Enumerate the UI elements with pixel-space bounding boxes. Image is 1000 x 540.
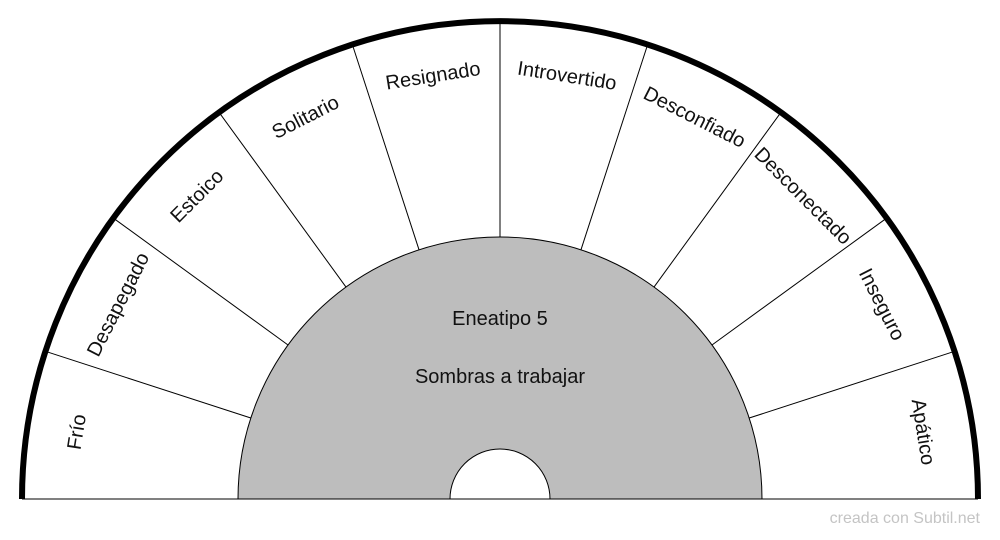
segment-divider <box>749 350 955 419</box>
outer-ring <box>19 18 981 500</box>
segment-divider <box>112 217 289 346</box>
segment-label: Frío <box>64 413 91 452</box>
center-disc <box>237 236 763 500</box>
credit-text: creada con Subtil.net <box>829 510 980 527</box>
segment-label: Introvertido <box>516 58 618 95</box>
segment-label: Apático <box>907 397 939 466</box>
segment-label: Desconfiado <box>640 83 749 153</box>
segment-dividers <box>45 21 955 419</box>
segment-label: Estoico <box>166 165 228 227</box>
segment-label: Inseguro <box>854 265 909 344</box>
segment-divider <box>653 111 782 288</box>
segment-divider <box>711 217 888 346</box>
segment-label: Solitario <box>269 91 343 143</box>
segment-divider <box>218 111 347 288</box>
segment-divider <box>580 44 649 250</box>
segment-divider <box>45 350 251 419</box>
segment-label: Resignado <box>384 58 482 95</box>
center-subtitle: Sombras a trabajar <box>415 366 585 388</box>
segment-divider <box>351 44 420 250</box>
center-title: Eneatipo 5 <box>452 308 548 330</box>
segment-label: Desapegado <box>83 249 154 360</box>
